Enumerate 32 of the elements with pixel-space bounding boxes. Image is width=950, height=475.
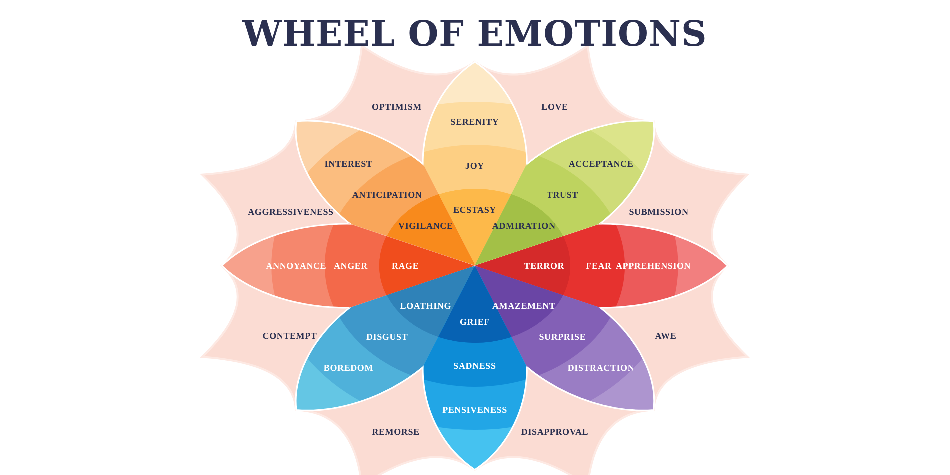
dyad-label: DISAPPROVAL <box>521 427 589 437</box>
dyad-label: CONTEMPT <box>262 331 318 341</box>
emotion-label: DISGUST <box>366 332 408 342</box>
emotion-label: LOATHING <box>400 300 452 311</box>
dyad-label: SUBMISSION <box>629 207 689 217</box>
emotion-label: VIGILANCE <box>398 221 454 232</box>
dyad-label: OPTIMISM <box>372 102 422 112</box>
dyad-label: REMORSE <box>372 427 420 437</box>
emotion-label: ECSTASY <box>454 205 496 215</box>
dyad-label: AWE <box>655 331 677 341</box>
emotion-label: SERENITY <box>450 117 500 127</box>
emotion-label: GRIEF <box>460 317 490 327</box>
emotion-label: TRUST <box>546 190 578 200</box>
emotion-label: BOREDOM <box>324 362 374 373</box>
emotion-label: TERROR <box>524 260 565 271</box>
emotion-label: JOY <box>466 161 484 171</box>
emotion-label: SURPRISE <box>539 332 586 342</box>
emotion-label: DISTRACTION <box>568 362 635 373</box>
dyad-label: AGGRESSIVENESS <box>248 207 334 217</box>
emotion-label: ACCEPTANCE <box>568 159 634 170</box>
emotion-label: SADNESS <box>454 361 496 371</box>
emotion-label: PENSIVENESS <box>442 405 508 415</box>
emotion-label: APPREHENSION <box>616 260 692 271</box>
emotion-label: FEAR <box>586 260 612 271</box>
title: WHEEL OF EMOTIONS <box>241 14 708 55</box>
emotion-label: RAGE <box>392 260 420 271</box>
emotion-label: AMAZEMENT <box>492 300 556 311</box>
dyad-label: LOVE <box>542 102 568 112</box>
emotion-label: ANGER <box>334 260 368 271</box>
emotion-label: ANNOYANCE <box>266 260 327 271</box>
emotion-label: INTEREST <box>324 159 373 170</box>
emotion-label: ANTICIPATION <box>352 190 422 200</box>
